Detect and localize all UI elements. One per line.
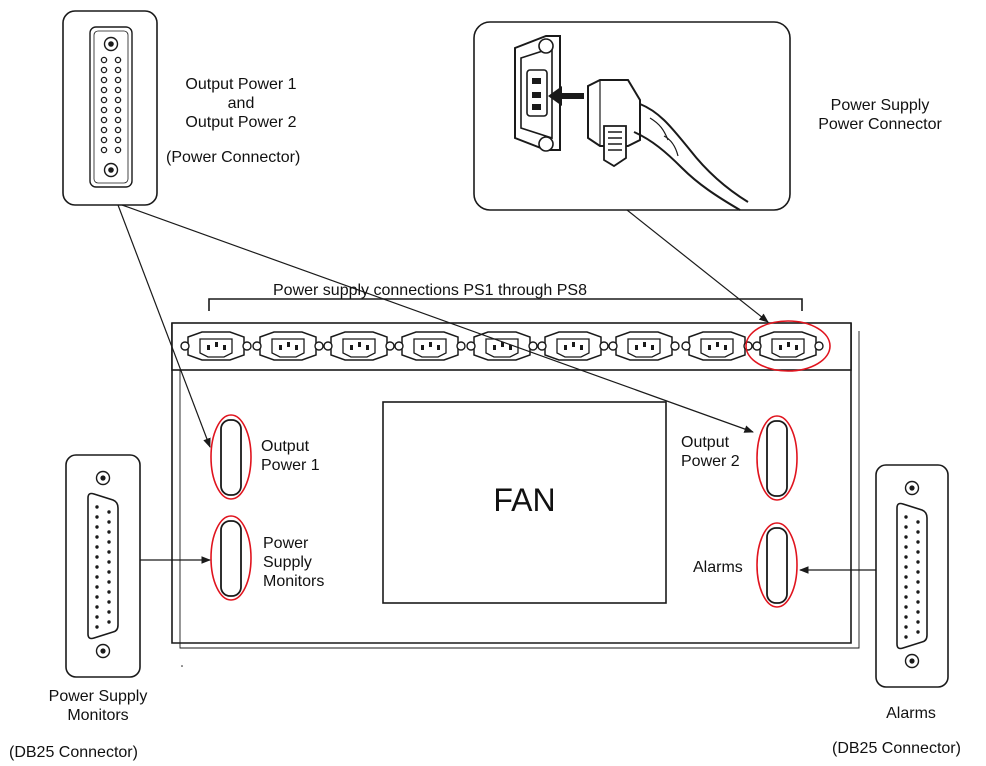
psm-port [210, 515, 252, 601]
db25-connector-icon [87, 470, 119, 659]
output-power-1-label-2: Power 1 [261, 457, 320, 474]
power-connector-callout [473, 21, 791, 211]
alarms-panel-label: Alarms [693, 559, 743, 576]
ps-connections-label: Power supply connections PS1 through PS8 [273, 282, 587, 299]
db15-connector-icon [89, 26, 133, 188]
output-power-2-label-2: Power 2 [681, 453, 740, 470]
psm-db25-callout [65, 454, 141, 678]
psm-db25-caption: (DB25 Connector) [9, 744, 138, 761]
iec-c14-inlet-icon [323, 331, 395, 361]
output-power-and: and [227, 95, 255, 112]
ps-inlet-highlight [745, 320, 831, 372]
iec-c14-inlet-icon [180, 331, 252, 361]
output-power-2-label-1: Output [681, 434, 730, 451]
alarms-db25-callout [875, 464, 949, 688]
output-power-1-label-1: Output [261, 438, 310, 455]
fan-panel [382, 401, 667, 604]
iec-c14-inlet-icon [394, 331, 466, 361]
iec-c14-inlet-icon [514, 35, 561, 152]
alarms-port [756, 522, 798, 608]
output-power-2-port [756, 415, 798, 501]
psm-bottom-label-1: Power Supply [48, 688, 148, 705]
ps-power-connector-label-1: Power Supply [830, 97, 930, 114]
iec-c14-inlet-icon [466, 331, 538, 361]
iec-c14-inlet-icon [681, 331, 753, 361]
output-power-callout [62, 10, 158, 206]
ps-connections-bracket [208, 298, 803, 311]
psm-panel-label-1: Power [263, 535, 309, 552]
psm-panel-label-2: Supply [263, 554, 312, 571]
psm-panel-label-3: Monitors [263, 573, 325, 590]
alarms-bottom-label: Alarms [886, 705, 936, 722]
iec-c14-inlet-icon [608, 331, 680, 361]
alarms-db25-caption: (DB25 Connector) [832, 740, 961, 757]
output-power-title: Output Power 1 [185, 76, 297, 93]
output-power-1-port [210, 414, 252, 500]
power-connector-caption: (Power Connector) [166, 149, 301, 166]
ps-power-connector-label-2: Power Connector [818, 116, 942, 133]
iec-c14-inlet-icon [537, 331, 609, 361]
db25-connector-icon [896, 480, 928, 669]
iec-c14-inlet-icon [752, 331, 824, 361]
fan-label: FAN [493, 482, 556, 518]
connector-arrows [117, 204, 876, 574]
iec-c14-inlet-icon [252, 331, 324, 361]
psm-bottom-label-2: Monitors [67, 707, 129, 724]
output-power-title-2: Output Power 2 [185, 114, 297, 131]
iec-c13-plug-icon [587, 79, 749, 211]
power-supply-inlets [180, 320, 831, 372]
